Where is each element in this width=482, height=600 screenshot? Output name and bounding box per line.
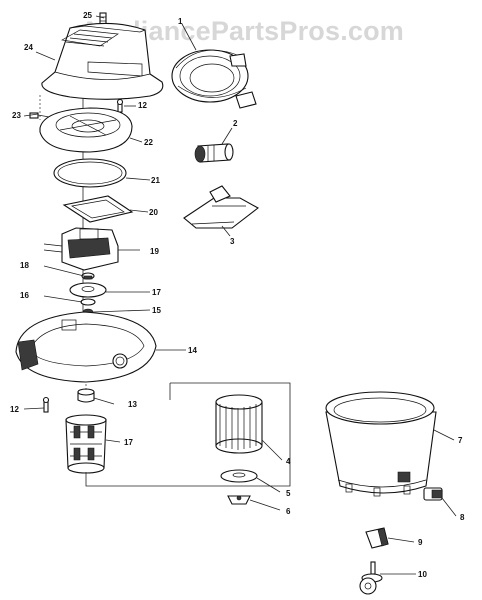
part-2-adapter[interactable]	[194, 143, 234, 163]
callout-17-lower: 17	[124, 438, 133, 447]
part-3-floor-nozzle[interactable]	[183, 185, 259, 229]
part-9-caster-cap[interactable]	[365, 527, 389, 549]
callout-1: 1	[178, 17, 183, 26]
part-14-lid-housing[interactable]	[15, 311, 157, 383]
callout-9: 9	[418, 538, 423, 547]
part-5-filter-disc[interactable]	[220, 469, 258, 483]
callout-21: 21	[151, 176, 160, 185]
callout-24: 24	[24, 43, 33, 52]
callout-22: 22	[144, 138, 153, 147]
callout-25: 25	[83, 11, 92, 20]
part-19-motor[interactable]	[43, 227, 140, 271]
callout-6: 6	[286, 507, 291, 516]
part-6-wing-nut[interactable]	[227, 495, 251, 505]
part-12-screw-upper[interactable]	[116, 98, 124, 113]
callout-7: 7	[458, 436, 463, 445]
part-24-top-cover[interactable]	[41, 22, 164, 100]
part-18-nut[interactable]	[81, 272, 95, 280]
part-21-gasket[interactable]	[53, 158, 127, 188]
filter-bracket-line	[85, 382, 291, 487]
part-1-hose[interactable]	[171, 49, 257, 109]
part-11-float-cage[interactable]	[65, 414, 107, 474]
callout-19: 19	[150, 247, 159, 256]
part-17-impeller[interactable]	[69, 282, 107, 298]
part-4-cartridge-filter[interactable]	[215, 394, 263, 454]
part-20-motor-plate[interactable]	[62, 195, 134, 223]
callout-3: 3	[230, 237, 235, 246]
callout-20: 20	[149, 208, 158, 217]
callout-14: 14	[188, 346, 197, 355]
part-22-filter-ring[interactable]	[39, 107, 133, 153]
part-16-washer[interactable]	[80, 298, 96, 306]
callout-4: 4	[286, 457, 291, 466]
callout-18: 18	[20, 261, 29, 270]
callout-15: 15	[152, 306, 161, 315]
callout-10: 10	[418, 570, 427, 579]
callout-5: 5	[286, 489, 291, 498]
callout-12-upper: 12	[138, 101, 147, 110]
part-10-caster[interactable]	[359, 561, 383, 595]
part-7-tank[interactable]	[325, 391, 437, 497]
part-8-drain-plug[interactable]	[423, 487, 443, 501]
callout-12-lower: 12	[10, 405, 19, 414]
callout-2: 2	[233, 119, 238, 128]
callout-17-upper: 17	[152, 288, 161, 297]
callout-16: 16	[20, 291, 29, 300]
leader-lines	[23, 15, 457, 575]
callout-23: 23	[12, 111, 21, 120]
part-12-screw-lower[interactable]	[42, 396, 50, 413]
callout-13: 13	[128, 400, 137, 409]
part-13-float-cap[interactable]	[77, 388, 95, 403]
callout-8: 8	[460, 513, 465, 522]
